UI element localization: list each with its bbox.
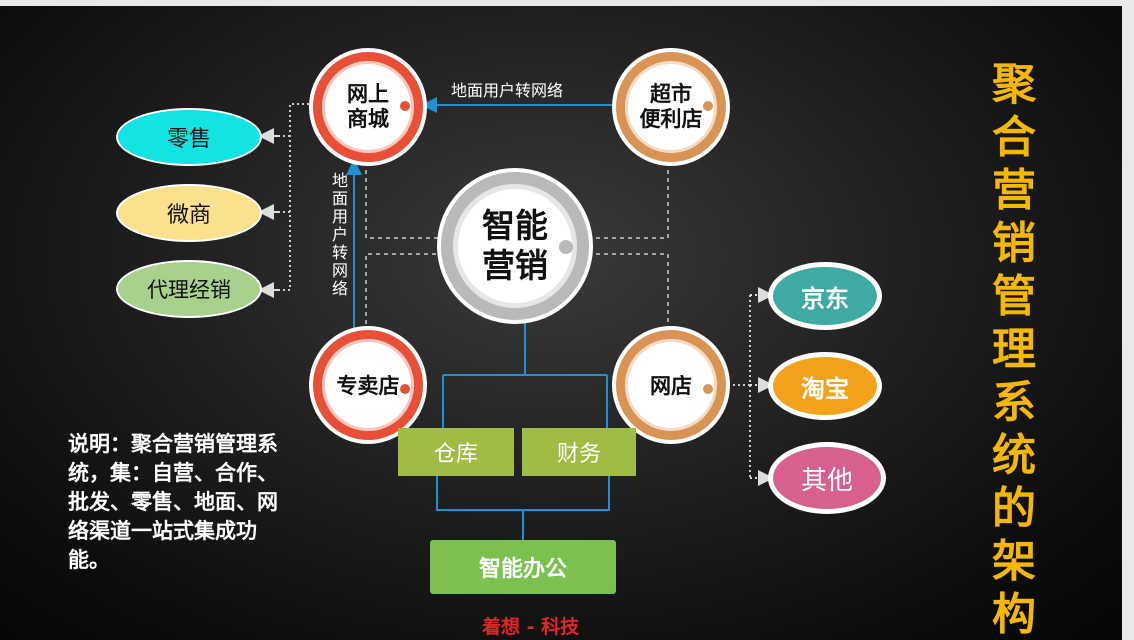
node-online-mall-label: 网上 商城: [347, 81, 389, 131]
channel-agent[interactable]: 代理经销: [116, 260, 262, 318]
node-supermarket-dot: [703, 101, 713, 111]
box-warehouse[interactable]: 仓库: [398, 428, 514, 476]
platform-taobao[interactable]: 淘宝: [768, 352, 882, 420]
node-web-store-label: 网店: [650, 374, 692, 398]
channel-wechat-business[interactable]: 微商: [116, 184, 262, 242]
node-web-store-dot: [703, 384, 713, 394]
node-smart-marketing-dot: [559, 240, 573, 254]
node-supermarket[interactable]: 超市 便利店: [616, 52, 726, 162]
node-web-store[interactable]: 网店: [616, 330, 726, 440]
edge-mall-to-channels: [265, 103, 314, 291]
platform-jd[interactable]: 京东: [768, 262, 882, 330]
node-specialty-store[interactable]: 专卖店: [313, 330, 423, 440]
platform-other[interactable]: 其他: [768, 442, 886, 514]
edge-center-bottom: [365, 253, 669, 332]
channel-retail[interactable]: 零售: [116, 108, 262, 166]
description-caption: 说明：聚合营销管理系统，集：自营、合作、批发、零售、地面、网络渠道一站式集成功能…: [68, 432, 278, 572]
node-supermarket-label: 超市 便利店: [639, 81, 703, 131]
side-title: 聚 合 营 销 管 理 系 统 的 架 构: [992, 59, 1036, 640]
edge-label-top: 地面用户转网络: [451, 81, 564, 100]
edge-center-top: [365, 160, 669, 239]
node-online-mall[interactable]: 网上 商城: [313, 52, 423, 162]
node-specialty-store-label: 专卖店: [336, 374, 400, 398]
node-online-mall-dot: [400, 101, 410, 111]
edge-label-vertical: 地 面 用 户 转 网 络: [331, 171, 348, 298]
edge-webstore-to-platforms: [728, 295, 751, 478]
box-finance[interactable]: 财务: [522, 428, 636, 476]
edge-boxes-to-office: [436, 476, 610, 540]
footer-brand: 着想 - 科技: [482, 616, 580, 638]
node-specialty-store-dot: [400, 384, 410, 394]
edge-center-to-boxes: [442, 318, 608, 428]
node-smart-marketing-label: 智能 营销: [482, 206, 548, 285]
node-smart-marketing[interactable]: 智能 营销: [441, 172, 589, 320]
box-smart-office[interactable]: 智能办公: [430, 540, 616, 594]
